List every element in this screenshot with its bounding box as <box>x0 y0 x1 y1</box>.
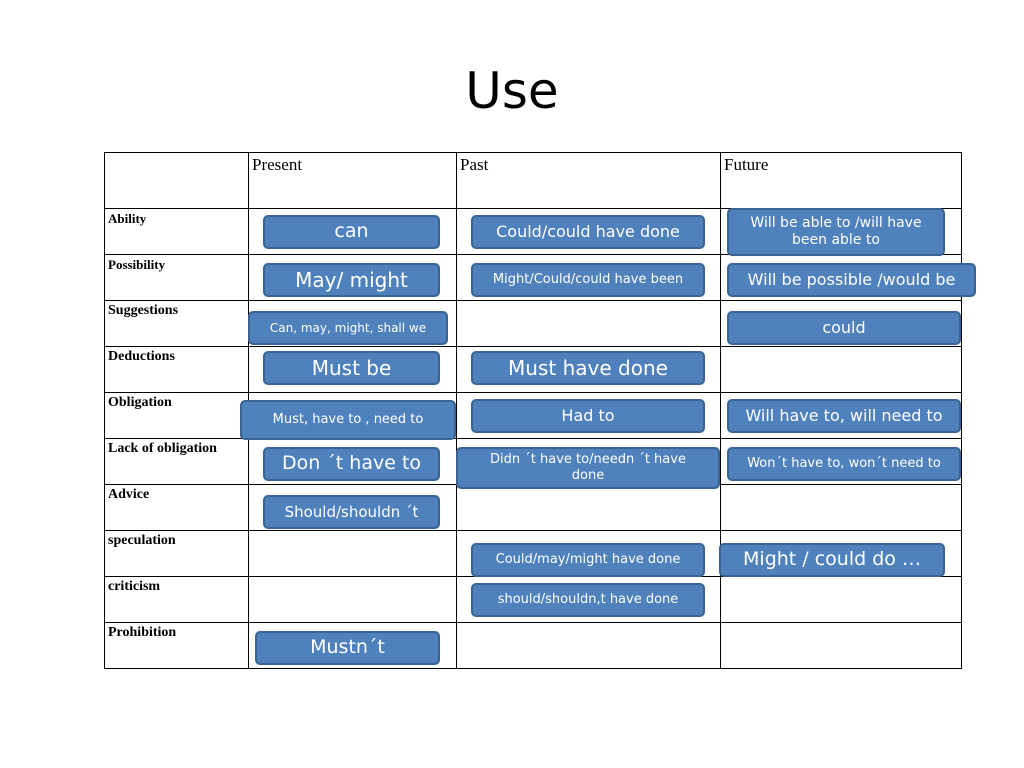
header-row: Present Past Future <box>104 152 962 209</box>
table-row: Advice <box>104 484 962 531</box>
row-label-obligation: Obligation <box>104 392 249 439</box>
possibility-present-pill: May/ might <box>263 263 440 297</box>
lack-of-obligation-present-pill: Don ´t have to <box>263 447 440 481</box>
lack-of-obligation-past-pill: Didn ´t have to/needn ´t have done <box>456 447 720 489</box>
possibility-future-pill: Will be possible /would be <box>727 263 976 297</box>
slide-title: Use <box>465 62 559 120</box>
deductions-past-pill: Must have done <box>471 351 705 385</box>
ability-past-pill: Could/could have done <box>471 215 705 249</box>
lack-of-obligation-future-pill: Won´t have to, won´t need to <box>727 447 961 481</box>
speculation-past-pill: Could/may/might have done <box>471 543 705 577</box>
criticism-past-pill: should/shouldn,t have done <box>471 583 705 617</box>
header-past: Past <box>456 152 721 209</box>
header-blank <box>104 152 249 209</box>
row-label-prohibition: Prohibition <box>104 622 249 669</box>
advice-present-pill: Should/shouldn ´t <box>263 495 440 529</box>
ability-present-pill: can <box>263 215 440 249</box>
header-present: Present <box>248 152 457 209</box>
obligation-future-pill: Will have to, will need to <box>727 399 961 433</box>
ability-future-pill: Will be able to /will have been able to <box>727 208 945 256</box>
row-label-possibility: Possibility <box>104 254 249 301</box>
header-future: Future <box>720 152 962 209</box>
suggestions-present-pill: Can, may, might, shall we <box>248 311 448 345</box>
possibility-past-pill: Might/Could/could have been <box>471 263 705 297</box>
speculation-future-pill: Might / could do … <box>719 543 945 577</box>
table-row: Prohibition <box>104 622 962 669</box>
obligation-present-pill: Must, have to , need to <box>240 400 456 440</box>
row-label-advice: Advice <box>104 484 249 531</box>
prohibition-present-pill: Mustn´t <box>255 631 440 665</box>
obligation-past-pill: Had to <box>471 399 705 433</box>
deductions-present-pill: Must be <box>263 351 440 385</box>
row-label-suggestions: Suggestions <box>104 300 249 347</box>
row-label-deductions: Deductions <box>104 346 249 393</box>
row-label-ability: Ability <box>104 208 249 255</box>
suggestions-future-pill: could <box>727 311 961 345</box>
row-label-criticism: criticism <box>104 576 249 623</box>
row-label-speculation: speculation <box>104 530 249 577</box>
row-label-lack-of-obligation: Lack of obligation <box>104 438 249 485</box>
